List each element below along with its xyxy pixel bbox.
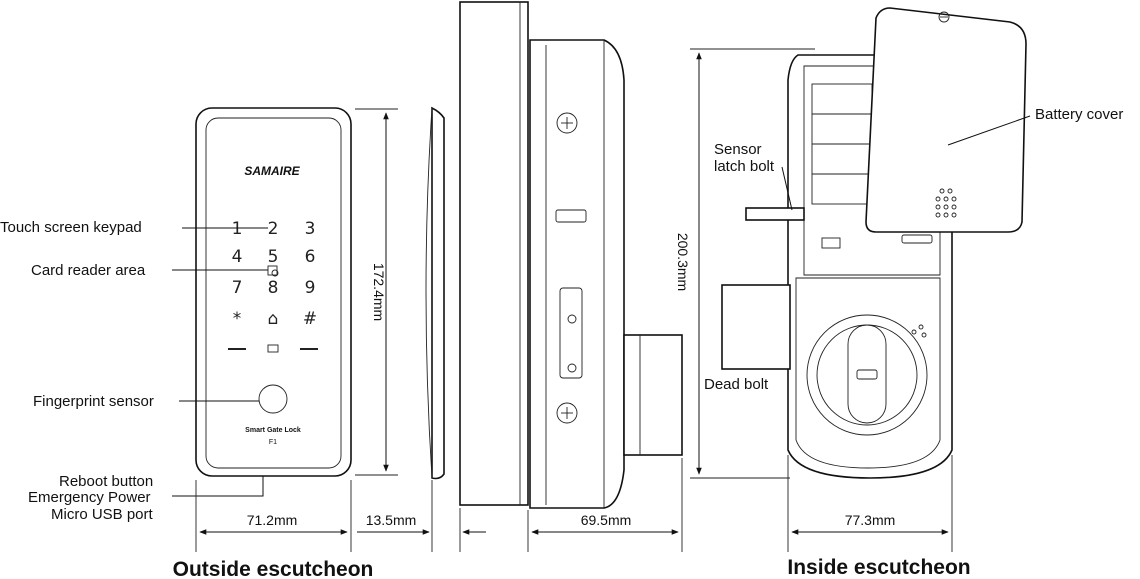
callout-fingerprint: Fingerprint sensor xyxy=(33,393,154,410)
dim-inside-width-label: 77.3mm xyxy=(845,512,896,528)
dim-outside-width-label: 71.2mm xyxy=(247,512,298,528)
sensor-latch-bolt xyxy=(745,207,805,221)
key-hash[interactable]: # xyxy=(303,309,317,329)
callout-sensor-line1: Sensor xyxy=(714,141,762,158)
dim-inside-height-label: 200.3mm xyxy=(675,233,691,291)
fingerprint-sensor[interactable] xyxy=(258,384,288,414)
screw-bottom-icon xyxy=(556,402,578,424)
key-7[interactable]: 7 xyxy=(232,278,243,298)
key-3[interactable]: 3 xyxy=(305,219,316,239)
screw-top-icon xyxy=(556,112,578,134)
key-6[interactable]: 6 xyxy=(305,247,316,267)
dim-side-depth: 69.5mm xyxy=(527,458,683,552)
callout-usb-port: Micro USB port xyxy=(51,506,154,523)
key-4[interactable]: 4 xyxy=(232,247,243,267)
key-home[interactable]: ⌂ xyxy=(268,309,279,329)
dim-front-thickness: 13.5mm xyxy=(357,480,486,552)
speaker-grille-icon xyxy=(935,188,957,218)
dead-bolt xyxy=(721,284,791,370)
touch-keypad[interactable]: 1 2 3 4 5 6 7 8 9 * ⌂ # xyxy=(232,219,318,329)
dim-inside-height: 200.3mm xyxy=(675,48,815,479)
dim-outside-height: 172.4mm xyxy=(355,108,398,476)
outside-escutcheon: SAMAIRE 1 2 3 4 5 6 7 8 9 * ⌂ # Smart Ga… xyxy=(195,107,352,477)
dim-outside-height-label: 172.4mm xyxy=(371,263,387,321)
callout-battery-cover: Battery cover xyxy=(1035,106,1123,123)
brand-logo: SAMAIRE xyxy=(244,164,300,178)
key-2[interactable]: 2 xyxy=(268,219,279,239)
caption-inside: Inside escutcheon xyxy=(787,556,970,579)
callout-reboot: Reboot button xyxy=(59,473,153,490)
key-5[interactable]: 5 xyxy=(268,247,279,267)
key-star[interactable]: * xyxy=(233,309,242,329)
product-name: Smart Gate Lock xyxy=(245,427,301,434)
callout-sensor-line2: latch bolt xyxy=(714,158,775,175)
dim-side-depth-label: 69.5mm xyxy=(581,512,632,528)
callout-dead-bolt: Dead bolt xyxy=(704,376,769,393)
caption-outside: Outside escutcheon xyxy=(173,558,374,579)
key-1[interactable]: 1 xyxy=(232,219,243,239)
card-icon xyxy=(267,344,279,353)
key-8[interactable]: 8 xyxy=(268,278,279,298)
dim-front-thickness-label: 13.5mm xyxy=(366,512,417,528)
thumb-turn[interactable] xyxy=(847,324,887,424)
dim-outside-width: 71.2mm xyxy=(195,480,352,552)
dim-inside-width: 77.3mm xyxy=(787,455,953,552)
inside-escutcheon xyxy=(721,7,1027,479)
inside-callouts: Battery cover Sensor latch bolt Dead bol… xyxy=(704,106,1123,393)
outside-callouts: Touch screen keypad Card reader area Fin… xyxy=(0,219,268,523)
battery-cover[interactable] xyxy=(865,7,1027,233)
callout-touch-keypad: Touch screen keypad xyxy=(0,219,142,236)
side-view xyxy=(425,1,683,509)
callout-emergency-power: Emergency Power xyxy=(28,489,151,506)
callout-card-reader: Card reader area xyxy=(31,262,146,279)
key-9[interactable]: 9 xyxy=(305,278,316,298)
product-model: F1 xyxy=(269,439,277,446)
